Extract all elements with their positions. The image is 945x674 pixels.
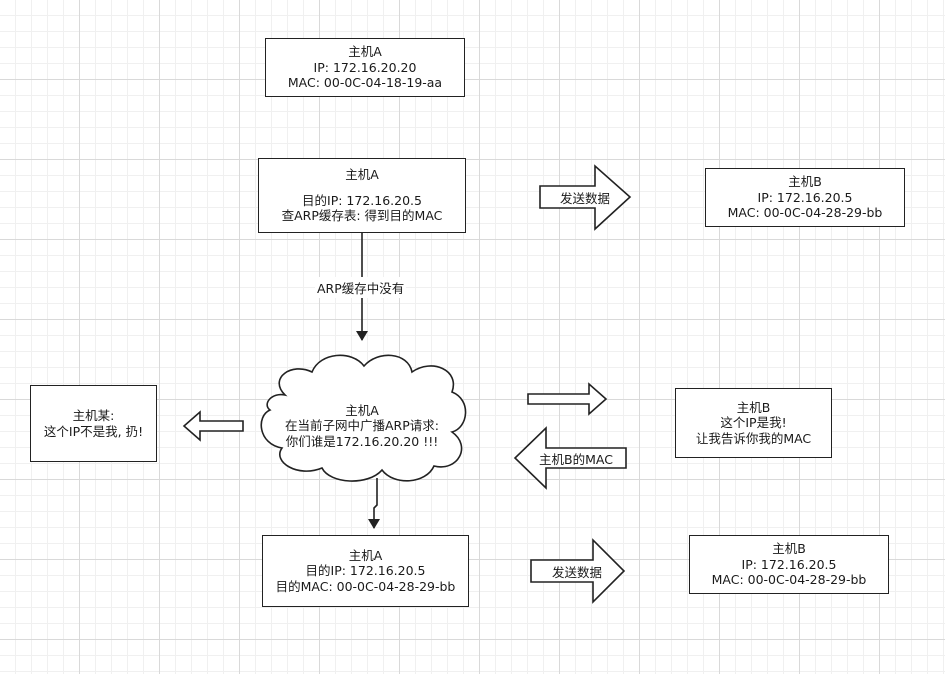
box-line: 主机某: (72, 408, 115, 423)
arrow-to-host-b-shape (527, 382, 608, 416)
box-line: 这个IP不是我, 扔! (43, 423, 144, 439)
arrow-send-data-bottom-label: 发送数据 (551, 564, 602, 580)
arrow-reply-mac-shape (513, 426, 627, 490)
box-other-host: 主机某: 这个IP不是我, 扔! (30, 385, 157, 462)
box-line: 查ARP缓存表: 得到目的MAC (281, 208, 443, 224)
arrow-send-data-bottom-shape (530, 538, 626, 604)
arrow-send-data-top-shape (539, 164, 632, 231)
edge-label-no-cache: ARP缓存中没有 (315, 277, 407, 298)
cloud-line: 主机A (345, 402, 379, 418)
box-line: IP: 172.16.20.20 (313, 59, 417, 75)
box-line: 让我告诉你我的MAC (695, 430, 812, 446)
box-host-b-reply: 主机B 这个IP是我! 让我告诉你我的MAC (675, 388, 832, 458)
box-line: MAC: 00-0C-04-28-29-bb (727, 205, 883, 221)
connector-cloud-to-final (368, 478, 380, 529)
box-line: MAC: 00-0C-04-18-19-aa (287, 75, 443, 91)
cloud-broadcast-shape (260, 354, 467, 482)
arrow-reply-mac-label: 主机B的MAC (539, 451, 613, 467)
cloud-line: 你们谁是172.16.20.20 !!! (285, 433, 439, 449)
cloud-broadcast-text: 主机A 在当前子网中广播ARP请求: 你们谁是172.16.20.20 !!! (270, 396, 454, 456)
box-line: 主机A (348, 547, 383, 563)
box-line: 目的MAC: 00-0C-04-28-29-bb (275, 578, 456, 594)
box-line: 目的IP: 172.16.20.5 (305, 563, 426, 579)
box-host-a-final: 主机A 目的IP: 172.16.20.5 目的MAC: 00-0C-04-28… (262, 535, 469, 607)
box-line: IP: 172.16.20.5 (757, 189, 853, 205)
arrow-to-other-host-shape (182, 410, 244, 442)
box-line: 目的IP: 172.16.20.5 (302, 192, 422, 208)
box-host-b-top: 主机B IP: 172.16.20.5 MAC: 00-0C-04-28-29-… (705, 168, 905, 227)
box-title: 主机A (345, 167, 379, 183)
box-line: 主机B (772, 541, 806, 557)
box-line: IP: 172.16.20.5 (741, 556, 837, 572)
box-host-a-query: 主机A 目的IP: 172.16.20.5 查ARP缓存表: 得到目的MAC (258, 158, 466, 233)
arrow-send-data-top-label: 发送数据 (559, 190, 610, 206)
box-host-b-bottom: 主机B IP: 172.16.20.5 MAC: 00-0C-04-28-29-… (689, 535, 889, 594)
box-line: 主机A (348, 44, 382, 60)
box-line: 这个IP是我! (720, 415, 787, 431)
cloud-line: 在当前子网中广播ARP请求: (285, 418, 439, 434)
box-line: 主机B (736, 399, 771, 415)
box-line: MAC: 00-0C-04-28-29-bb (711, 572, 867, 588)
box-line: 主机B (788, 174, 822, 190)
box-host-a-info: 主机A IP: 172.16.20.20 MAC: 00-0C-04-18-19… (265, 38, 465, 97)
